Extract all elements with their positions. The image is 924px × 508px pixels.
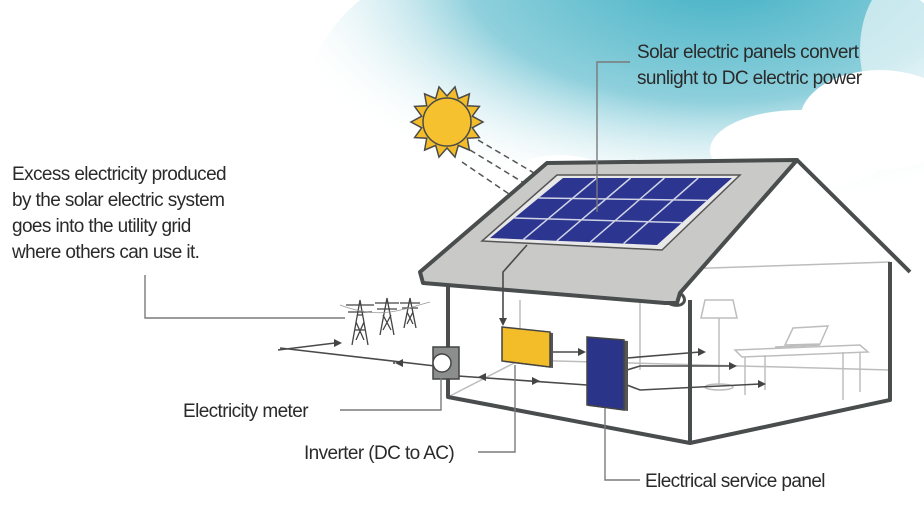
label-solar-panels-line1: Solar electric panels convert (637, 42, 860, 63)
sun-icon (409, 85, 485, 159)
electrical-service-panel-box (586, 336, 628, 411)
label-grid-line4: where others can use it. (11, 242, 199, 263)
label-inverter: Inverter (DC to AC) (304, 443, 454, 464)
sunlight-rays (461, 139, 581, 216)
power-flow-wires (277, 244, 766, 391)
label-grid-line1: Excess electricity produced (12, 164, 226, 185)
panel-cell-divider (589, 177, 665, 243)
panel-cell-divider (538, 197, 708, 202)
label-grid-line2: by the solar electric system (12, 190, 224, 211)
label-electricity-meter: Electricity meter (183, 401, 309, 422)
lamp-icon (700, 299, 738, 391)
inverter-box (501, 326, 553, 368)
label-grid-line3: goes into the utility grid (12, 216, 191, 237)
power-tower-icon (339, 297, 431, 346)
panel-cell-divider (522, 177, 598, 240)
desk-with-laptop-icon (733, 325, 870, 400)
electricity-meter-icon (432, 346, 460, 380)
panel-cell-divider (556, 177, 632, 242)
leader-lines (144, 61, 640, 481)
panel-cell-divider (623, 177, 699, 245)
label-solar-panels-line2: sunlight to DC electric power (637, 68, 863, 89)
label-service-panel: Electrical service panel (645, 471, 825, 492)
panel-cell-divider (514, 217, 683, 224)
solar-panel (480, 174, 742, 251)
